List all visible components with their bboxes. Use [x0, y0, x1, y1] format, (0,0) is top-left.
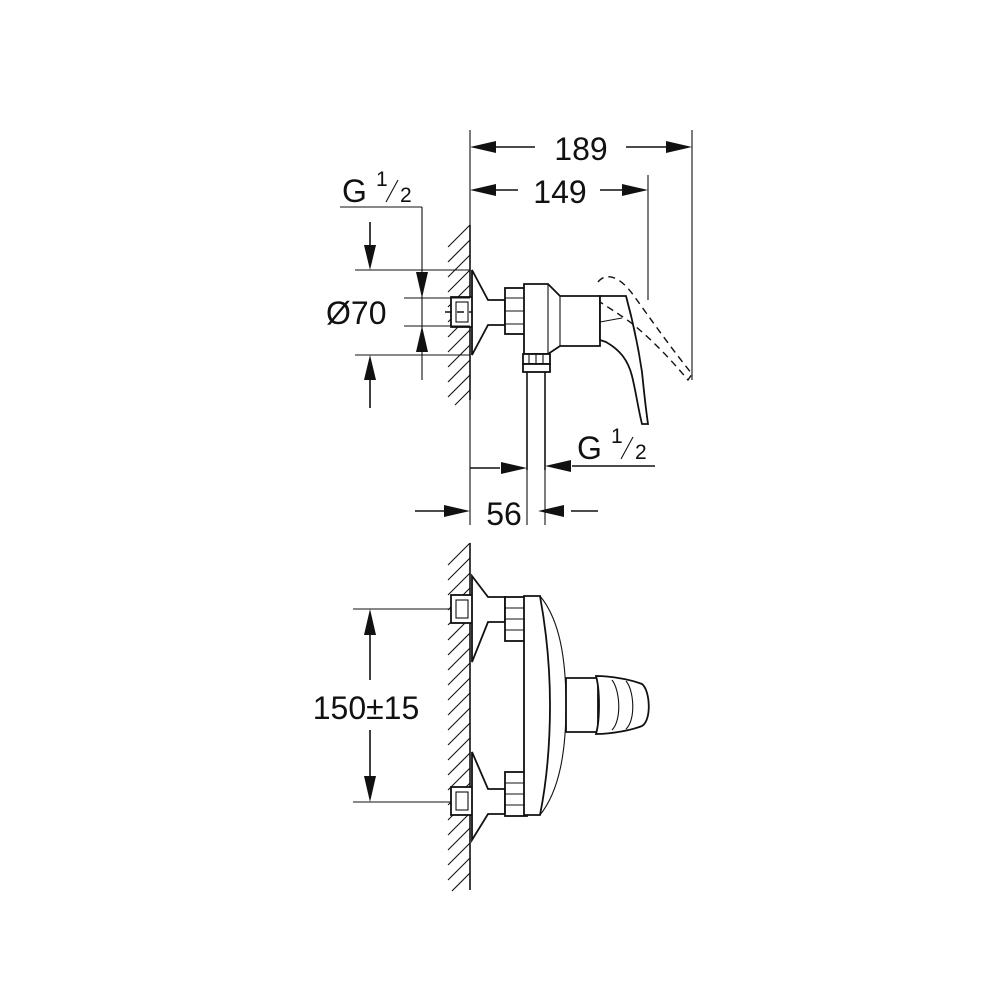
flange-side [471, 269, 506, 356]
inlet-stubs-front [450, 594, 474, 816]
inlet-spacing-label: 150±15 [313, 690, 420, 726]
outlet-thread-numerator: 1 [611, 425, 623, 448]
valve-body-front [523, 595, 551, 816]
lever-handle-front [565, 675, 650, 735]
dim-outlet-offset: 56 [415, 496, 598, 532]
dim-overall-depth: 189 [469, 130, 693, 380]
lever-handle-side [599, 295, 650, 425]
valve-body-side [523, 283, 601, 355]
handle-depth-label: 149 [533, 174, 586, 210]
lever-handle-open-dashed [597, 276, 693, 382]
front-view: 150±15 [313, 542, 650, 892]
outlet-connector-side [522, 353, 551, 373]
hex-nut-side [504, 287, 526, 335]
dim-flange-diameter: Ø70 [326, 222, 470, 408]
inlet-thread-numerator: 1 [376, 168, 388, 191]
inlet-thread-letter: G [342, 173, 367, 209]
overall-depth-label: 189 [554, 131, 607, 167]
dim-outlet-thread: G 1 2 [469, 400, 655, 525]
dim-handle-depth: 149 [470, 174, 649, 300]
side-view: 189 149 G 1 2 [326, 130, 693, 532]
dim-inlet-thread: G 1 2 [340, 168, 428, 380]
dim-inlet-spacing: 150±15 [313, 608, 451, 803]
inlet-thread-denominator: 2 [400, 184, 412, 207]
outlet-pipe-side [526, 372, 546, 470]
outlet-thread-denominator: 2 [635, 441, 647, 464]
flange-front-bottom [471, 751, 506, 844]
outlet-offset-label: 56 [486, 496, 522, 532]
flange-diameter-label: Ø70 [326, 295, 386, 331]
flange-front-top [471, 573, 506, 663]
outlet-thread-letter: G [577, 430, 602, 466]
